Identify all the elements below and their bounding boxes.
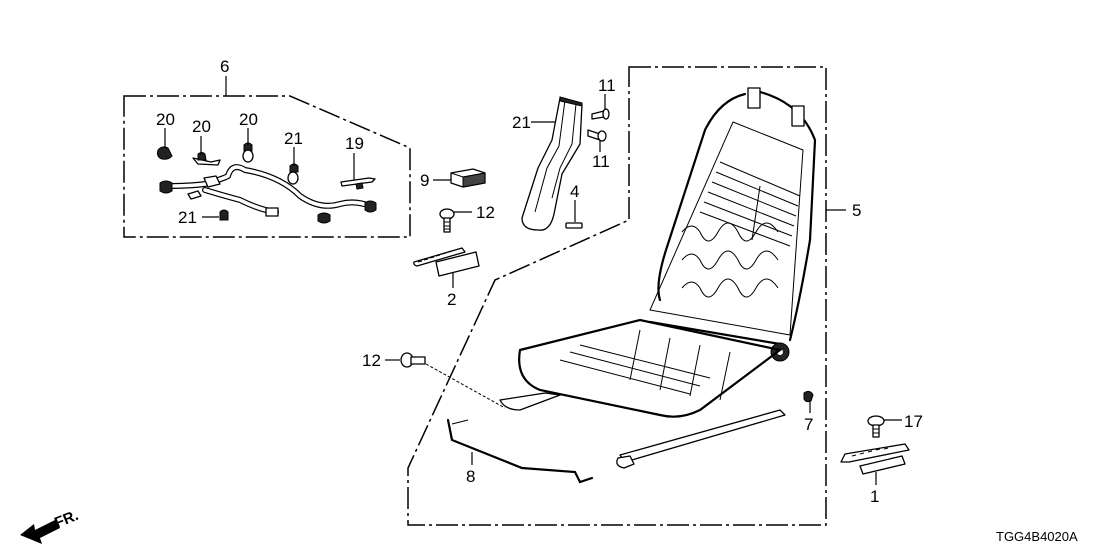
harness-group-box bbox=[123, 76, 411, 238]
part-1-outer-slide-cover[interactable] bbox=[840, 443, 910, 475]
part-17-bracket[interactable] bbox=[340, 177, 376, 190]
callout-12-b[interactable]: 12 bbox=[362, 351, 381, 370]
frame-group-box bbox=[407, 66, 827, 526]
part-wire-harness[interactable] bbox=[159, 164, 377, 224]
callout-9[interactable]: 9 bbox=[420, 171, 429, 190]
callout-1[interactable]: 1 bbox=[870, 487, 879, 506]
part-21-side-cover[interactable] bbox=[521, 96, 583, 231]
part-4-pin[interactable] bbox=[565, 222, 583, 229]
callout-18[interactable]: 20 bbox=[192, 117, 211, 136]
front-arrow-icon bbox=[20, 520, 60, 544]
callout-8[interactable]: 8 bbox=[466, 467, 475, 486]
part-8-slide-rod[interactable] bbox=[446, 418, 594, 484]
callout-11-a[interactable]: 11 bbox=[598, 76, 616, 95]
callout-7[interactable]: 7 bbox=[804, 415, 813, 434]
part-20-clip-c[interactable] bbox=[219, 209, 229, 221]
callout-20-c[interactable]: 21 bbox=[178, 208, 197, 227]
diagram-code: TGG4B4020A bbox=[996, 529, 1078, 544]
part-20-clip-a[interactable] bbox=[242, 142, 254, 163]
callout-4[interactable]: 4 bbox=[570, 182, 579, 201]
part-7-clip[interactable] bbox=[803, 390, 814, 403]
part-19-clip[interactable] bbox=[157, 146, 173, 160]
part-12-bolt-b[interactable] bbox=[400, 352, 426, 368]
part-12-bolt-a[interactable] bbox=[439, 208, 455, 233]
part-11-screw-a[interactable] bbox=[591, 108, 610, 120]
part-18-clip[interactable] bbox=[192, 152, 221, 166]
callout-12-a[interactable]: 12 bbox=[476, 203, 495, 222]
callout-11-b[interactable]: 11 bbox=[592, 152, 610, 171]
callout-12-c[interactable]: 17 bbox=[904, 412, 923, 431]
part-20-clip-b[interactable] bbox=[287, 163, 299, 185]
part-11-screw-b[interactable] bbox=[587, 129, 607, 142]
part-2-inner-slide-cover[interactable] bbox=[413, 247, 480, 277]
callout-2[interactable]: 2 bbox=[447, 290, 456, 309]
callout-17[interactable]: 19 bbox=[345, 134, 364, 153]
callout-20-b[interactable]: 21 bbox=[284, 129, 303, 148]
callout-21-text: 21 bbox=[512, 113, 531, 132]
callout-6[interactable]: 6 bbox=[220, 57, 229, 76]
callout-19[interactable]: 20 bbox=[156, 110, 175, 129]
part-5-seat-frame[interactable] bbox=[499, 87, 817, 469]
callout-5[interactable]: 5 bbox=[852, 201, 861, 220]
part-9-connector[interactable] bbox=[450, 168, 486, 188]
front-label: FR. bbox=[52, 507, 81, 532]
part-12-bolt-c[interactable] bbox=[867, 415, 885, 438]
callout-20-a[interactable]: 20 bbox=[239, 110, 258, 129]
front-direction-indicator: FR. bbox=[20, 507, 81, 544]
